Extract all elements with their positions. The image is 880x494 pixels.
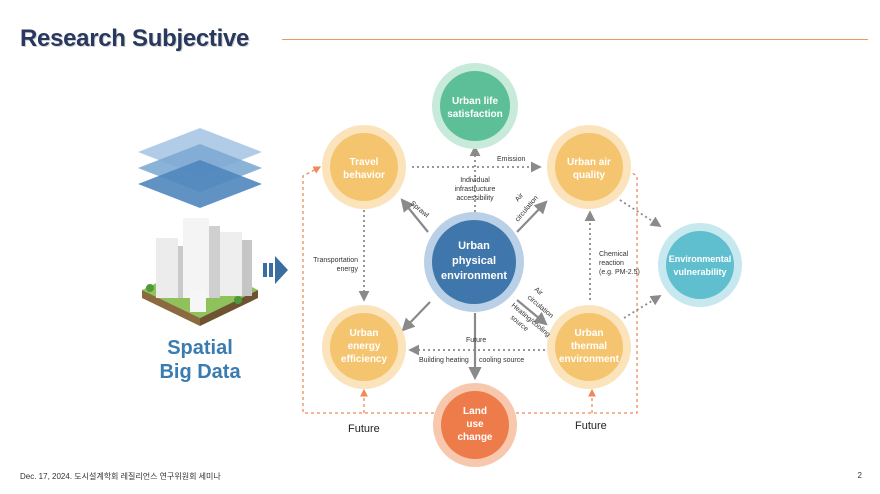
edge-label-transportation-energy: energy	[337, 266, 359, 273]
layered-maps-icon	[138, 128, 262, 208]
node-label: behavior	[343, 170, 385, 181]
big-data-line: Spatial	[167, 337, 233, 359]
node-land-use-change: Land use change	[433, 383, 517, 467]
footer-text: Dec. 17, 2024. 도시설계학회 레질리언스 연구위원회 세미나	[20, 472, 221, 481]
big-data-arrow-icon	[263, 256, 288, 284]
relation-arrows	[400, 198, 548, 381]
edge-label-chemical-reaction: Chemical	[599, 251, 629, 258]
node-label: vulnerability	[673, 267, 726, 277]
node-label: efficiency	[341, 354, 388, 365]
node-label: Land	[463, 406, 487, 417]
edge-label-future-left: Future	[348, 423, 380, 435]
edge-label-future-right: Future	[575, 420, 607, 432]
edge-label-chemical-reaction: (e.g. PM-2.5)	[599, 269, 640, 276]
edge-label-building-heating: Building heating	[419, 357, 469, 364]
node-environmental-vulnerability: Environmental vulnerability	[658, 223, 742, 307]
node-label: Travel	[350, 157, 379, 168]
edge-label-air-circulation: Air	[514, 192, 525, 204]
node-label: satisfaction	[447, 109, 503, 120]
node-label: Environmental	[669, 254, 732, 264]
node-label: Urban air	[567, 157, 611, 168]
edge-label-accessibility: accessibility	[456, 195, 494, 202]
edge-label-air-circulation-2: Air	[533, 286, 545, 297]
edge-label-transportation-energy: Transportation	[313, 257, 358, 264]
big-data-line: Big Data	[159, 361, 241, 383]
node-label: thermal	[571, 341, 607, 352]
node-physical-environment: Urban physical environment	[424, 212, 524, 312]
title-divider	[282, 39, 868, 40]
node-air-quality: Urban air quality	[547, 125, 631, 209]
node-label: environment	[559, 354, 620, 365]
edge-label-sprawl: Sprawl	[409, 200, 430, 219]
node-label: Urban	[350, 328, 379, 339]
edge-label-accessibility: Individual	[460, 177, 490, 184]
node-label: physical	[452, 255, 496, 267]
node-life-satisfaction: Urban life satisfaction	[432, 63, 518, 149]
edge-label-cooling-source: cooling source	[479, 357, 524, 364]
node-label: Urban life	[452, 96, 499, 107]
node-label: Urban	[458, 240, 490, 252]
edge-label-chemical-reaction: reaction	[599, 260, 624, 267]
page-title: Research Subjective	[20, 25, 250, 52]
node-label: environment	[441, 270, 507, 282]
page-number: 2	[857, 471, 862, 480]
node-label: quality	[573, 170, 606, 181]
edge-label-future-center: Future	[466, 337, 486, 344]
node-label: Urban	[575, 328, 604, 339]
edge-label-emission: Emission	[497, 156, 526, 163]
node-travel-behavior: Travel behavior	[322, 125, 406, 209]
node-label: energy	[348, 341, 381, 352]
node-thermal-environment: Urban thermal environment	[547, 305, 631, 389]
spatial-big-data-label: Spatial Big Data	[120, 336, 280, 384]
relation-dotted-arrows	[358, 145, 662, 356]
city-blocks-icon	[142, 218, 258, 326]
node-energy-efficiency: Urban energy efficiency	[322, 305, 406, 389]
edge-label-accessibility: infrastructure	[455, 186, 496, 193]
node-label: use	[466, 419, 484, 430]
node-label: change	[457, 432, 492, 443]
